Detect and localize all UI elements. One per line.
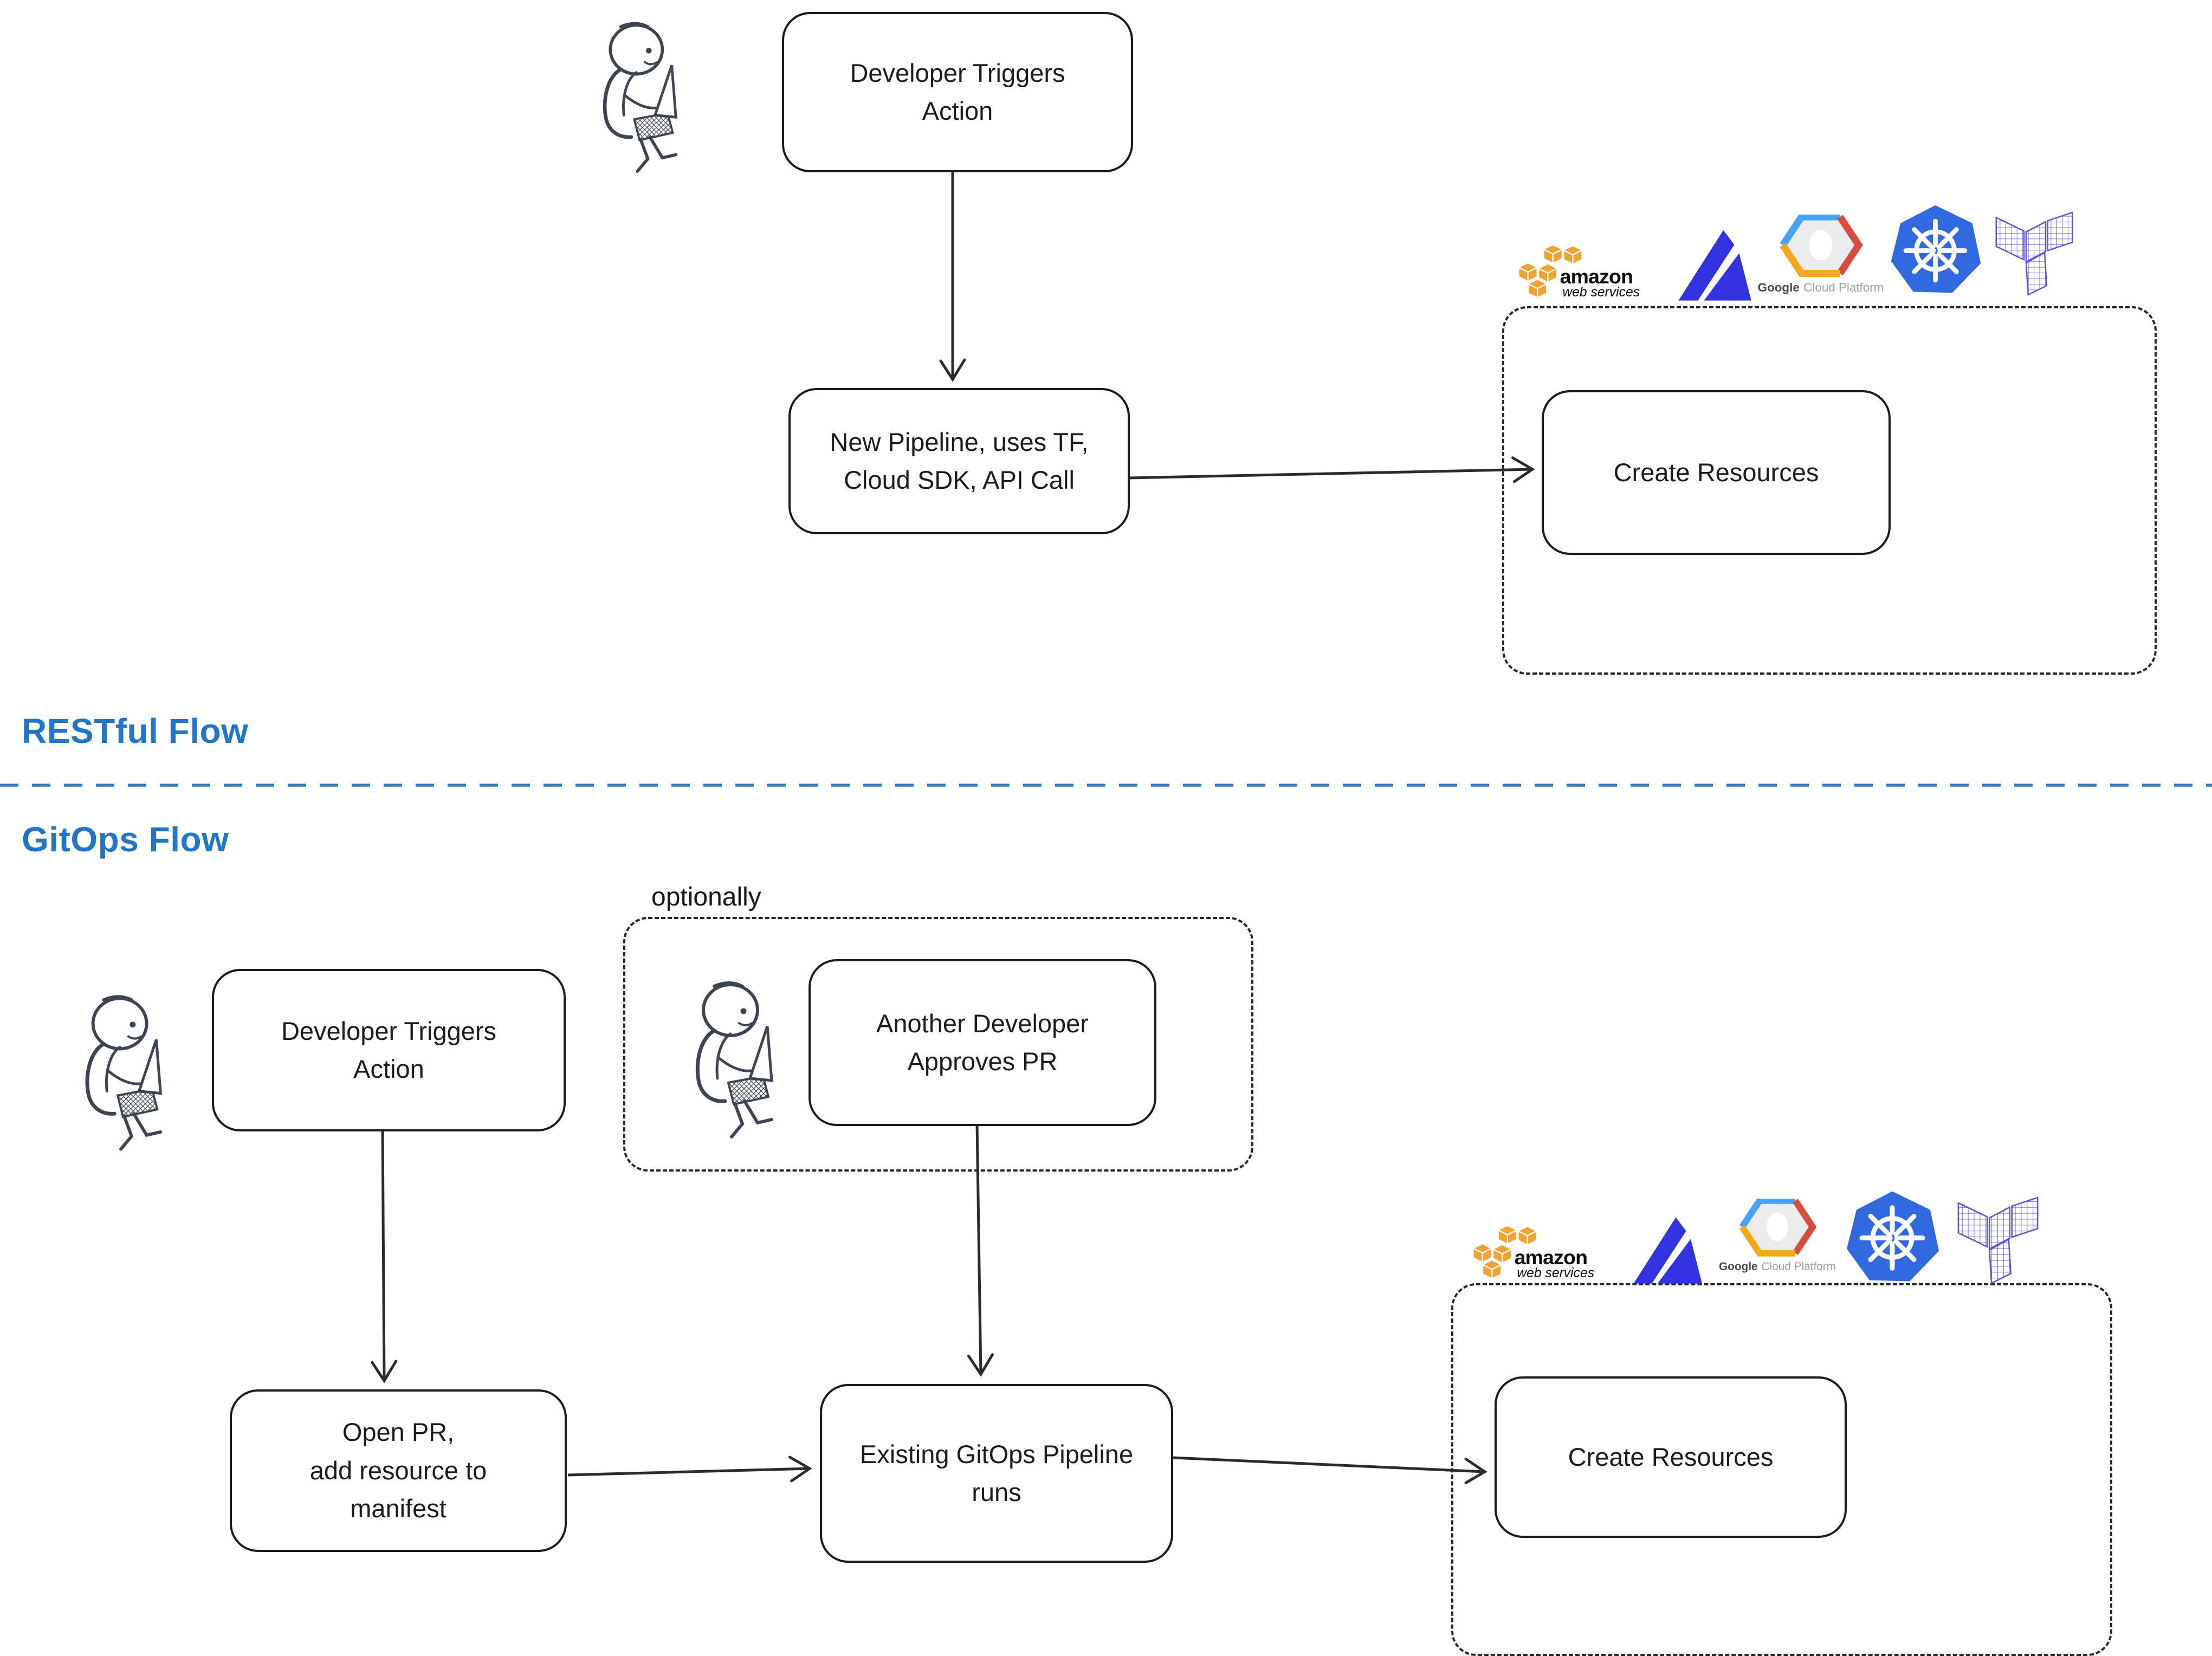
node-text: Open PR, add resource to manifest xyxy=(310,1413,487,1528)
node-text: Developer Triggers Action xyxy=(281,1012,496,1089)
gitops-flow-heading: GitOps Flow xyxy=(22,820,229,859)
node-text-line: manifest xyxy=(350,1494,447,1523)
developer-person-icon xyxy=(588,14,693,177)
node-text-line: Developer Triggers xyxy=(850,58,1065,87)
node-text-line: runs xyxy=(972,1478,1021,1506)
node-create-resources-gitops: Create Resources xyxy=(1495,1376,1847,1538)
node-text-line: Open PR, xyxy=(342,1418,455,1447)
node-text-line: New Pipeline, uses TF, xyxy=(830,427,1089,456)
kubernetes-logo-icon xyxy=(1842,1190,1943,1285)
node-new-pipeline: New Pipeline, uses TF, Cloud SDK, API Ca… xyxy=(788,388,1130,534)
gcp-logo-icon xyxy=(1707,1199,1848,1274)
node-text-line: Create Resources xyxy=(1613,457,1819,487)
node-text: Create Resources xyxy=(1568,1438,1774,1477)
node-developer-triggers-action-gitops: Developer Triggers Action xyxy=(212,969,566,1131)
node-text-line: Action xyxy=(922,96,993,125)
arrow-devtrigger-to-openpr xyxy=(371,1129,398,1383)
cloud-providers-container-restful xyxy=(1502,306,2157,675)
aws-logo-icon xyxy=(1517,243,1647,298)
node-text-line: Approves PR xyxy=(907,1047,1058,1076)
node-text: Developer Triggers Action xyxy=(850,54,1065,131)
node-text: Existing GitOps Pipeline runs xyxy=(860,1435,1133,1512)
node-developer-triggers-action-restful: Developer Triggers Action xyxy=(782,12,1133,172)
aws-logo-icon xyxy=(1472,1224,1602,1279)
terraform-logo-icon xyxy=(1956,1195,2042,1286)
node-create-resources-restful: Create Resources xyxy=(1542,390,1891,555)
arrow-pipeline-to-create-resources xyxy=(1129,456,1535,483)
optionally-label: optionally xyxy=(651,883,761,911)
node-text-line: Action xyxy=(353,1055,424,1083)
optional-approval-container xyxy=(623,917,1253,1172)
restful-flow-heading: RESTful Flow xyxy=(22,711,249,751)
node-text-line: Developer Triggers xyxy=(281,1016,497,1045)
approver-person-icon xyxy=(681,972,789,1143)
node-text-line: Create Resources xyxy=(1568,1442,1774,1471)
terraform-logo-icon xyxy=(1994,210,2077,298)
arrow-openpr-to-gitops-pipeline xyxy=(567,1456,812,1483)
node-text-line: Cloud SDK, API Call xyxy=(844,465,1075,494)
node-text-line: Another Developer xyxy=(876,1008,1089,1038)
azure-logo-icon xyxy=(1627,1214,1712,1285)
node-open-pr: Open PR, add resource to manifest xyxy=(230,1389,567,1552)
node-text-line: Existing GitOps Pipeline xyxy=(859,1439,1134,1469)
node-another-developer-approves-pr: Another Developer Approves PR xyxy=(809,959,1156,1126)
developer-person-icon xyxy=(70,989,178,1152)
gcp-logo-icon xyxy=(1745,215,1897,296)
node-text: Another Developer Approves PR xyxy=(876,1005,1089,1081)
node-text: New Pipeline, uses TF, Cloud SDK, API Ca… xyxy=(830,423,1088,500)
node-text-line: add resource to xyxy=(309,1456,487,1485)
node-text: Create Resources xyxy=(1614,454,1819,492)
node-existing-gitops-pipeline: Existing GitOps Pipeline runs xyxy=(820,1384,1173,1563)
kubernetes-logo-icon xyxy=(1887,204,1984,297)
arrow-gitops-pipeline-to-create-resources xyxy=(1172,1456,1487,1484)
